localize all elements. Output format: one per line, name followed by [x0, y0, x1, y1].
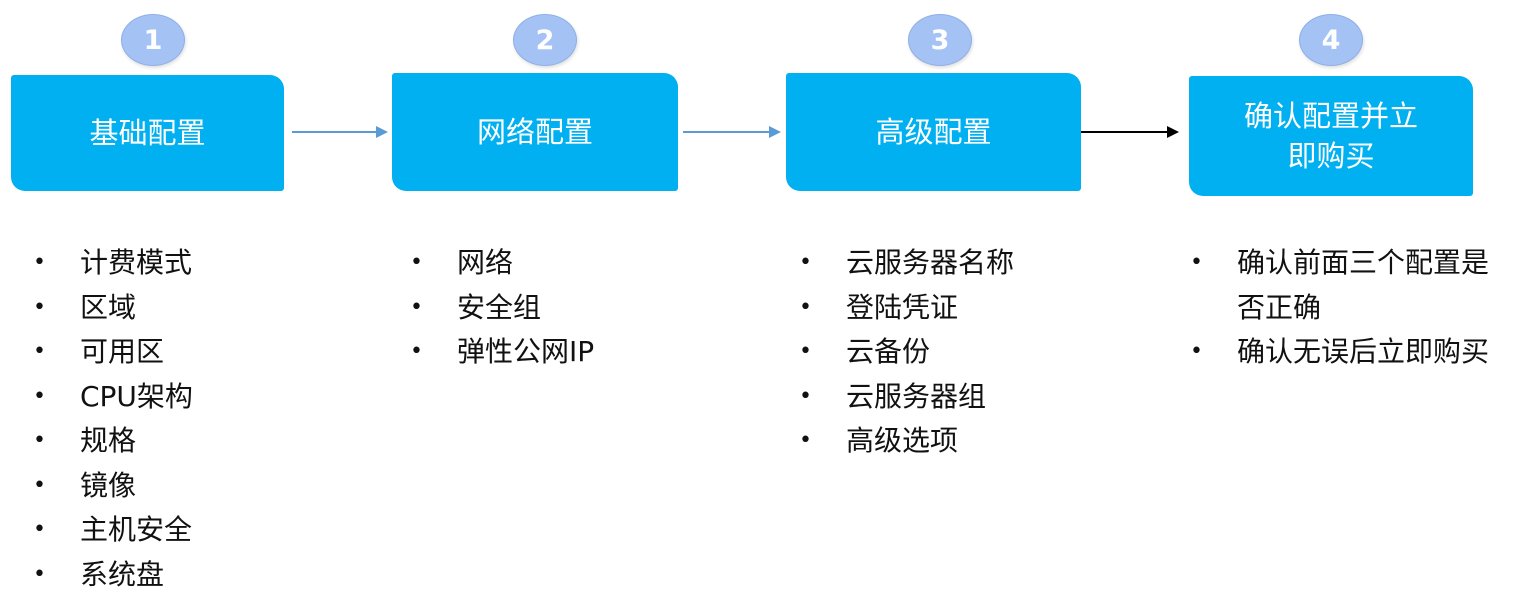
step-1-item-list: •计费模式 •区域 •可用区 •CPU架构 •规格 •镜像 •主机安全 •系统盘 — [33, 241, 193, 597]
list-item: •登陆凭证 — [799, 286, 1014, 331]
list-item: •镜像 — [33, 464, 193, 509]
list-item: •云服务器名称 — [799, 241, 1014, 286]
list-item: •云服务器组 — [799, 375, 1014, 420]
list-item: •主机安全 — [33, 508, 193, 553]
list-item: •规格 — [33, 419, 193, 464]
bullet-icon: • — [410, 250, 423, 275]
step-4-title-box: 确认配置并立即购买 — [1189, 76, 1473, 196]
bullet-icon: • — [33, 250, 46, 275]
bullet-icon: • — [410, 339, 423, 364]
bullet-icon: • — [799, 250, 812, 275]
bullet-icon: • — [33, 383, 46, 409]
list-item: •系统盘 — [33, 553, 193, 598]
bullet-icon: • — [33, 561, 46, 587]
bullet-icon: • — [410, 294, 423, 320]
list-item: •可用区 — [33, 330, 193, 375]
list-item: •计费模式 — [33, 241, 193, 286]
bullet-icon: • — [33, 517, 46, 542]
step-2-title-box: 网络配置 — [392, 73, 678, 191]
bullet-icon: • — [33, 339, 46, 364]
bullet-icon: • — [33, 428, 46, 453]
bullet-icon: • — [799, 428, 812, 453]
list-item: •确认前面三个配置是否正确 — [1190, 241, 1492, 330]
bullet-icon: • — [799, 294, 812, 320]
list-item: •云备份 — [799, 330, 1014, 375]
list-item: •高级选项 — [799, 419, 1014, 464]
list-item: •CPU架构 — [33, 375, 193, 420]
step-1-number-badge: 1 — [121, 14, 185, 66]
bullet-icon: • — [1190, 339, 1203, 364]
step-4-item-list: •确认前面三个配置是否正确 •确认无误后立即购买 — [1190, 241, 1492, 375]
arrow-step-2-to-3 — [683, 126, 781, 138]
step-3-item-list: •云服务器名称 •登陆凭证 •云备份 •云服务器组 •高级选项 — [799, 241, 1014, 464]
step-1-title-box: 基础配置 — [11, 75, 284, 191]
list-item: •确认无误后立即购买 — [1190, 330, 1492, 375]
arrow-step-1-to-2 — [292, 126, 388, 138]
step-4-number-badge: 4 — [1299, 14, 1363, 66]
step-3-number-badge: 3 — [908, 14, 972, 66]
list-item: •安全组 — [410, 286, 594, 331]
bullet-icon: • — [33, 472, 46, 498]
list-item: •网络 — [410, 241, 594, 286]
step-2-item-list: •网络 •安全组 •弹性公网IP — [410, 241, 594, 375]
list-item: •区域 — [33, 286, 193, 331]
bullet-icon: • — [799, 339, 812, 364]
step-2-number-badge: 2 — [513, 14, 577, 66]
step-3-title-box: 高级配置 — [786, 73, 1081, 191]
arrow-step-3-to-4 — [1081, 126, 1179, 138]
bullet-icon: • — [799, 383, 812, 409]
bullet-icon: • — [1190, 250, 1203, 275]
list-item: •弹性公网IP — [410, 330, 594, 375]
bullet-icon: • — [33, 294, 46, 320]
